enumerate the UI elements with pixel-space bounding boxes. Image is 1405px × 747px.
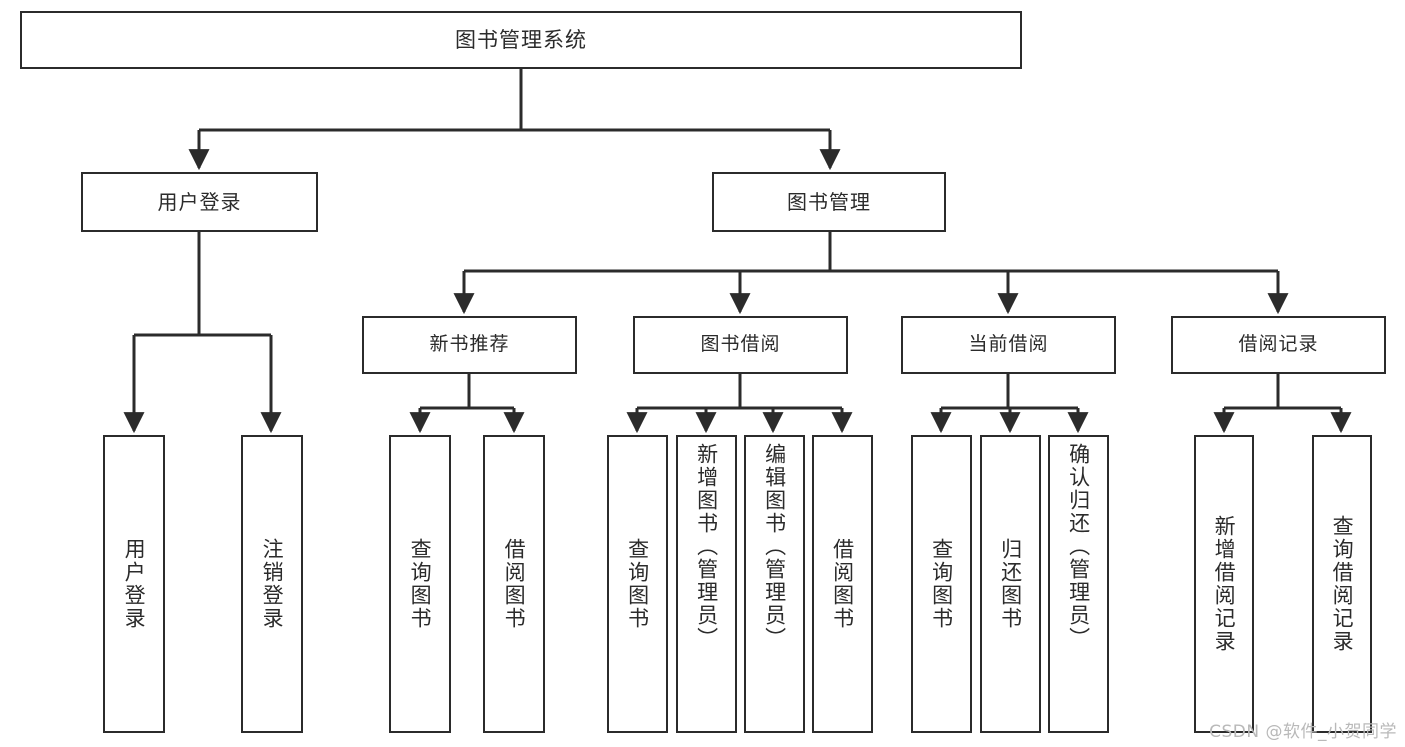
leaf-add-book[interactable]: 新增图书（管理员） (676, 435, 737, 733)
leaf-add-record-label: 新增借阅记录 (1212, 515, 1237, 653)
node-book-borrow-label: 图书借阅 (700, 333, 781, 356)
leaf-edit-book-label: 编辑图书（管理员） (762, 443, 787, 650)
node-borrow-record-label: 借阅记录 (1238, 333, 1319, 356)
leaf-confirm-return-label: 确认归还（管理员） (1066, 443, 1091, 650)
leaf-query-book-2-label: 查询图书 (625, 538, 650, 630)
node-new-book-rec-label: 新书推荐 (429, 333, 510, 356)
node-root[interactable]: 图书管理系统 (20, 11, 1022, 69)
leaf-query-book-3[interactable]: 查询图书 (911, 435, 972, 733)
leaf-query-record-label: 查询借阅记录 (1330, 515, 1355, 653)
node-current-borrow-label: 当前借阅 (968, 333, 1049, 356)
leaf-user-login[interactable]: 用户登录 (103, 435, 165, 733)
leaf-borrow-book-1-label: 借阅图书 (502, 538, 527, 630)
node-current-borrow[interactable]: 当前借阅 (901, 316, 1116, 374)
leaf-query-book-1[interactable]: 查询图书 (389, 435, 451, 733)
node-book-manage-label: 图书管理 (787, 189, 871, 214)
node-borrow-record[interactable]: 借阅记录 (1171, 316, 1386, 374)
leaf-return-book[interactable]: 归还图书 (980, 435, 1041, 733)
csdn-watermark: CSDN @软件_小贺同学 (1209, 722, 1397, 742)
node-book-borrow[interactable]: 图书借阅 (633, 316, 848, 374)
leaf-user-logout-label: 注销登录 (260, 538, 285, 630)
leaf-query-book-3-label: 查询图书 (929, 538, 954, 630)
node-root-label: 图书管理系统 (455, 27, 587, 52)
node-new-book-rec[interactable]: 新书推荐 (362, 316, 577, 374)
node-user-login[interactable]: 用户登录 (81, 172, 318, 232)
leaf-query-record[interactable]: 查询借阅记录 (1312, 435, 1372, 733)
leaf-borrow-book-2-label: 借阅图书 (830, 538, 855, 630)
node-book-manage[interactable]: 图书管理 (712, 172, 946, 232)
leaf-add-record[interactable]: 新增借阅记录 (1194, 435, 1254, 733)
leaf-query-book-1-label: 查询图书 (408, 538, 433, 630)
node-user-login-label: 用户登录 (157, 189, 242, 214)
leaf-user-login-label: 用户登录 (122, 538, 147, 630)
leaf-user-logout[interactable]: 注销登录 (241, 435, 303, 733)
leaf-query-book-2[interactable]: 查询图书 (607, 435, 668, 733)
leaf-confirm-return[interactable]: 确认归还（管理员） (1048, 435, 1109, 733)
leaf-edit-book[interactable]: 编辑图书（管理员） (744, 435, 805, 733)
leaf-return-book-label: 归还图书 (998, 538, 1023, 630)
leaf-borrow-book-2[interactable]: 借阅图书 (812, 435, 873, 733)
leaf-add-book-label: 新增图书（管理员） (694, 443, 719, 650)
leaf-borrow-book-1[interactable]: 借阅图书 (483, 435, 545, 733)
